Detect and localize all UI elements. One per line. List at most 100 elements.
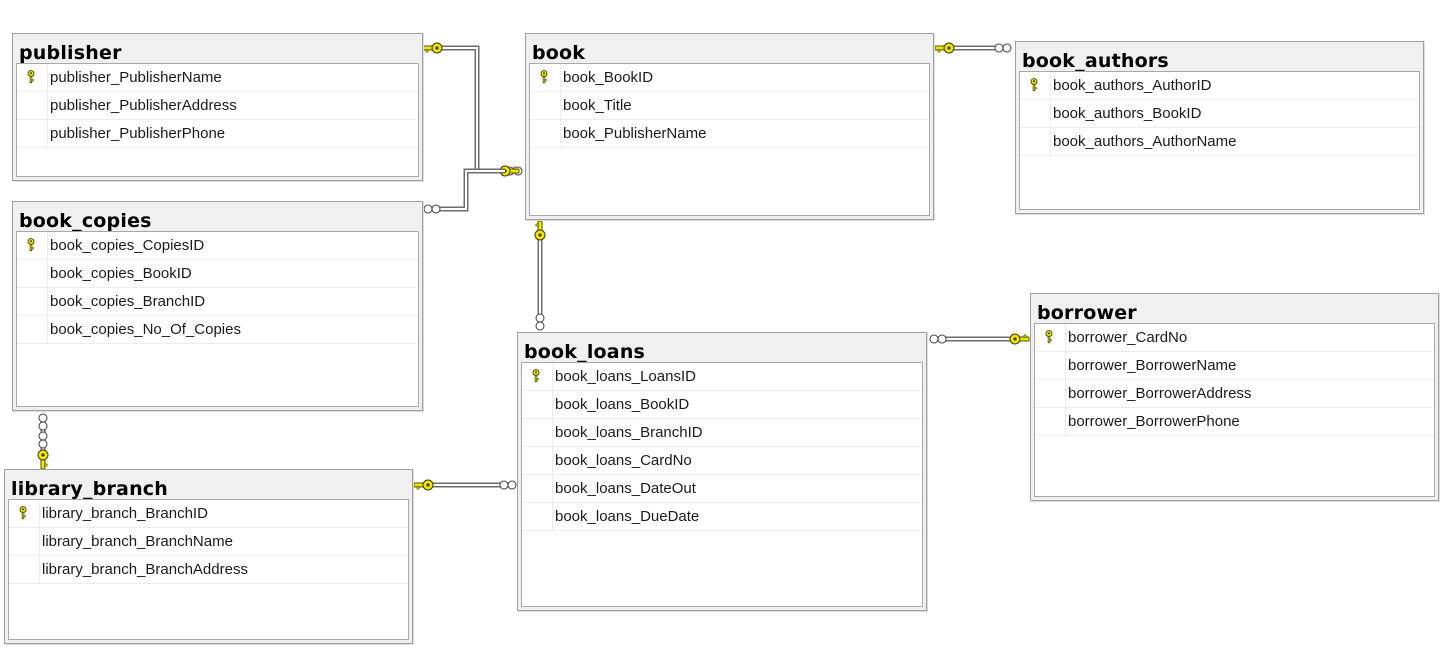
column-row[interactable]: book_authors_BookID xyxy=(1020,100,1419,128)
infinity-icon xyxy=(994,43,1012,53)
column-name: book_copies_No_Of_Copies xyxy=(50,321,241,338)
column-name: book_copies_CopiesID xyxy=(50,237,205,254)
column-row[interactable]: book_loans_CardNo xyxy=(522,447,922,475)
column-row[interactable]: book_authors_AuthorName xyxy=(1020,128,1419,156)
row-selector[interactable] xyxy=(1020,100,1051,127)
relationship-publisher-book xyxy=(424,45,518,174)
row-selector[interactable] xyxy=(522,391,553,418)
column-row[interactable]: borrower_CardNo xyxy=(1035,324,1434,352)
column-name: book_loans_DateOut xyxy=(555,480,696,497)
column-name: book_Title xyxy=(563,97,632,114)
row-selector[interactable] xyxy=(522,419,553,446)
row-selector[interactable] xyxy=(17,64,48,91)
table-title: library_branch xyxy=(11,478,168,500)
key-icon xyxy=(413,479,434,491)
column-name: library_branch_BranchID xyxy=(42,505,208,522)
table-borrower[interactable]: borrower borrower_CardNo borrower_Borrowe… xyxy=(1030,293,1439,501)
column-row[interactable]: book_copies_No_Of_Copies xyxy=(17,316,418,344)
column-name: borrower_BorrowerAddress xyxy=(1068,385,1252,402)
table-book[interactable]: book book_BookID book_Title book_Publisher… xyxy=(525,33,934,220)
column-row[interactable]: library_branch_BranchName xyxy=(9,528,408,556)
row-selector[interactable] xyxy=(530,92,561,119)
column-row[interactable]: book_loans_BookID xyxy=(522,391,922,419)
column-row[interactable]: publisher_PublisherAddress xyxy=(17,92,418,120)
row-selector[interactable] xyxy=(17,232,48,259)
infinity-icon xyxy=(929,334,947,344)
column-row[interactable]: book_loans_LoansID xyxy=(522,363,922,391)
row-selector[interactable] xyxy=(1035,408,1066,435)
row-selector[interactable] xyxy=(522,475,553,502)
key-icon xyxy=(934,42,955,54)
column-name: publisher_PublisherName xyxy=(50,69,222,86)
column-name: book_BookID xyxy=(563,69,654,86)
column-row[interactable]: book_authors_AuthorID xyxy=(1020,72,1419,100)
row-selector[interactable] xyxy=(1035,380,1066,407)
column-row[interactable]: borrower_BorrowerAddress xyxy=(1035,380,1434,408)
column-row[interactable]: book_loans_BranchID xyxy=(522,419,922,447)
column-name: book_loans_BranchID xyxy=(555,424,703,441)
row-selector[interactable] xyxy=(1020,72,1051,99)
row-selector[interactable] xyxy=(522,503,553,530)
column-row[interactable]: publisher_PublisherPhone xyxy=(17,120,418,148)
table-title: book_authors xyxy=(1022,50,1169,72)
row-selector[interactable] xyxy=(522,363,553,390)
column-grid: book_BookID book_Title book_PublisherName xyxy=(529,63,930,216)
column-grid: publisher_PublisherName publisher_Publish… xyxy=(16,63,419,177)
row-selector[interactable] xyxy=(17,92,48,119)
row-selector[interactable] xyxy=(9,556,40,583)
column-row[interactable]: book_copies_CopiesID xyxy=(17,232,418,260)
column-row[interactable]: book_loans_DateOut xyxy=(522,475,922,503)
table-title: book_copies xyxy=(19,210,152,232)
column-row[interactable]: borrower_BorrowerName xyxy=(1035,352,1434,380)
key-icon xyxy=(37,449,49,470)
table-title: borrower xyxy=(1037,302,1137,324)
column-row[interactable]: library_branch_BranchID xyxy=(9,500,408,528)
column-name: book_loans_DueDate xyxy=(555,508,700,525)
infinity-icon xyxy=(535,313,545,331)
row-selector[interactable] xyxy=(522,447,553,474)
column-name: publisher_PublisherAddress xyxy=(50,97,237,114)
column-name: book_loans_CardNo xyxy=(555,452,692,469)
column-row[interactable]: book_BookID xyxy=(530,64,929,92)
column-grid: book_authors_AuthorID book_authors_BookID… xyxy=(1019,71,1420,210)
row-selector[interactable] xyxy=(17,316,48,343)
column-row[interactable]: book_copies_BranchID xyxy=(17,288,418,316)
row-selector[interactable] xyxy=(9,500,40,527)
column-row[interactable]: publisher_PublisherName xyxy=(17,64,418,92)
relationship-bookcopies-book xyxy=(432,168,505,212)
row-selector[interactable] xyxy=(1035,324,1066,351)
key-icon xyxy=(534,220,546,241)
column-row[interactable]: book_PublisherName xyxy=(530,120,929,148)
row-selector[interactable] xyxy=(530,64,561,91)
column-name: book_copies_BranchID xyxy=(50,293,206,310)
column-name: book_PublisherName xyxy=(563,125,707,142)
column-name: borrower_BorrowerName xyxy=(1068,357,1237,374)
row-selector[interactable] xyxy=(17,120,48,147)
column-name: book_loans_BookID xyxy=(555,396,690,413)
column-row[interactable]: borrower_BorrowerPhone xyxy=(1035,408,1434,436)
column-row[interactable]: book_Title xyxy=(530,92,929,120)
row-selector[interactable] xyxy=(1035,352,1066,379)
row-selector[interactable] xyxy=(17,260,48,287)
column-row[interactable]: book_loans_DueDate xyxy=(522,503,922,531)
table-title: book xyxy=(532,42,586,64)
key-icon xyxy=(1009,333,1030,345)
column-row[interactable]: book_copies_BookID xyxy=(17,260,418,288)
column-row[interactable]: library_branch_BranchAddress xyxy=(9,556,408,584)
row-selector[interactable] xyxy=(9,528,40,555)
row-selector[interactable] xyxy=(17,288,48,315)
column-name: book_authors_BookID xyxy=(1053,105,1202,122)
infinity-icon xyxy=(423,204,441,214)
row-selector[interactable] xyxy=(1020,128,1051,155)
column-name: publisher_PublisherPhone xyxy=(50,125,226,142)
column-name: library_branch_BranchAddress xyxy=(42,561,248,578)
row-selector[interactable] xyxy=(530,120,561,147)
